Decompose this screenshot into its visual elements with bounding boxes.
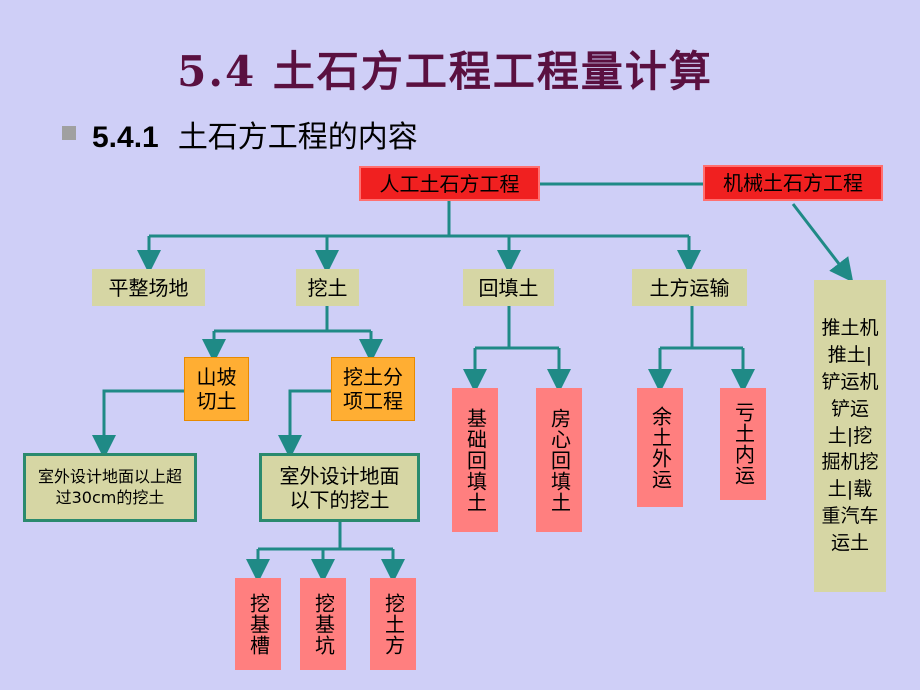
- node-machinery-list: 推土机推土|铲运机铲运土|挖掘机挖土|载重汽车运土: [814, 280, 886, 592]
- node-digging-subitem: 挖土分项工程: [331, 357, 415, 421]
- link-mechanical-machines: [791, 203, 854, 283]
- node-deficit-in: 亏土内运: [720, 388, 766, 500]
- node-mechanical-earthwork: 机械土石方工程: [703, 165, 883, 201]
- slide-title: 5.4 土石方工程工程量计算: [177, 47, 713, 96]
- link-slope-above: [92, 389, 184, 459]
- node-below-ground-digging: 室外设计地面以下的挖土: [259, 453, 420, 522]
- node-manual-earthwork: 人工土石方工程: [359, 166, 540, 201]
- node-room-backfill: 房心回填土: [536, 388, 582, 532]
- node-foundation-backfill: 基础回填土: [452, 388, 498, 532]
- node-earth-transport: 土方运输: [632, 269, 747, 306]
- section-heading: 5.4.1 土石方工程的内容: [92, 112, 418, 156]
- node-slope-cut: 山坡切土: [184, 357, 249, 421]
- link-digsub-below: [278, 389, 331, 459]
- node-site-leveling: 平整场地: [92, 269, 205, 306]
- node-surplus-out: 余土外运: [637, 388, 683, 507]
- node-above-ground-digging: 室外设计地面以上超过30cm的挖土: [23, 453, 197, 522]
- node-backfill: 回填土: [463, 269, 554, 306]
- bullet-icon: [62, 126, 76, 140]
- node-digging: 挖土: [296, 269, 359, 306]
- node-dig-pit: 挖基坑: [300, 578, 346, 670]
- section-text: 土石方工程的内容: [177, 120, 418, 155]
- node-dig-trench: 挖基槽: [235, 578, 281, 670]
- section-number: 5.4.1: [92, 121, 159, 154]
- node-dig-earthwork: 挖土方: [370, 578, 416, 670]
